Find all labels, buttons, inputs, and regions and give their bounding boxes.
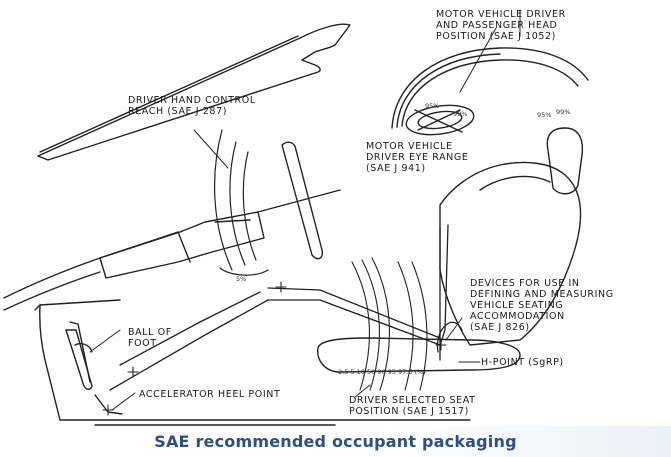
caption-bar <box>0 426 671 457</box>
hand-reach-line-1: DRIVER HAND CONTROL <box>128 95 256 106</box>
seat-position-line-1: DRIVER SELECTED SEAT <box>349 395 476 406</box>
figure-caption: SAE recommended occupant packaging <box>154 432 517 451</box>
heel-point-label: ACCELERATOR HEEL POINT <box>139 389 281 400</box>
eye-range-line-3: (SAE J 941) <box>366 163 426 174</box>
head-position-line-3: POSITION (SAE J 1052) <box>436 31 556 42</box>
head-position-line-2: AND PASSENGER HEAD <box>436 20 558 31</box>
leader-lines <box>89 9 521 411</box>
eye-percentile-outer: 99% <box>453 110 468 118</box>
accelerator-pedal <box>65 321 123 415</box>
seat-travel-arcs <box>351 257 428 391</box>
roof-outline <box>37 23 351 161</box>
eye-range-label: MOTOR VEHICLE DRIVER EYE RANGE (SAE J 94… <box>366 141 468 174</box>
floor-pan <box>34 299 471 426</box>
seat-percentile-scale: 2.5 5 10 50 90 95 97.5 (%) <box>338 368 426 376</box>
reach-percentile: 5% <box>236 275 247 283</box>
seat-cushion <box>317 337 521 373</box>
hand-reach-arcs <box>213 129 269 276</box>
seat-back <box>439 161 582 346</box>
eye-range-line-2: DRIVER EYE RANGE <box>366 152 469 163</box>
seat-position-label: DRIVER SELECTED SEAT POSITION (SAE J 151… <box>349 395 476 417</box>
hand-reach-label: DRIVER HAND CONTROL REACH (SAE J 287) <box>128 95 256 117</box>
seat-position-line-2: POSITION (SAE J 1517) <box>349 406 469 417</box>
steering-assembly <box>99 141 341 279</box>
head-percentile-inner: 95% <box>537 111 552 119</box>
windshield-outline <box>3 231 179 311</box>
reference-crosses <box>102 281 447 416</box>
devices-line-3: VEHICLE SEATING <box>470 300 564 311</box>
devices-line-2: DEFINING AND MEASURING <box>470 289 614 300</box>
seat-back-inner <box>479 175 551 191</box>
devices-line-1: DEVICES FOR USE IN <box>470 278 580 289</box>
eye-range-line-1: MOTOR VEHICLE <box>366 141 453 152</box>
occupant-manikin <box>109 224 463 391</box>
head-position-label: MOTOR VEHICLE DRIVER AND PASSENGER HEAD … <box>436 9 566 42</box>
eye-percentile-inner: 95% <box>425 102 440 110</box>
eye-range-ellipses <box>405 104 475 136</box>
head-position-line-1: MOTOR VEHICLE DRIVER <box>436 9 566 20</box>
ball-of-foot-label: BALL OF FOOT <box>128 327 172 349</box>
headrest <box>546 127 584 195</box>
devices-line-4: ACCOMMODATION <box>470 311 565 322</box>
head-percentile-outer: 99% <box>556 108 571 116</box>
devices-label: DEVICES FOR USE IN DEFINING AND MEASURIN… <box>470 278 614 333</box>
hand-reach-line-2: REACH (SAE J 287) <box>128 106 228 117</box>
ball-of-foot-line-2: FOOT <box>128 338 157 349</box>
ball-of-foot-line-1: BALL OF <box>128 327 172 338</box>
h-point-label: H-POINT (SgRP) <box>481 357 564 368</box>
devices-line-5: (SAE J 826) <box>470 322 530 333</box>
